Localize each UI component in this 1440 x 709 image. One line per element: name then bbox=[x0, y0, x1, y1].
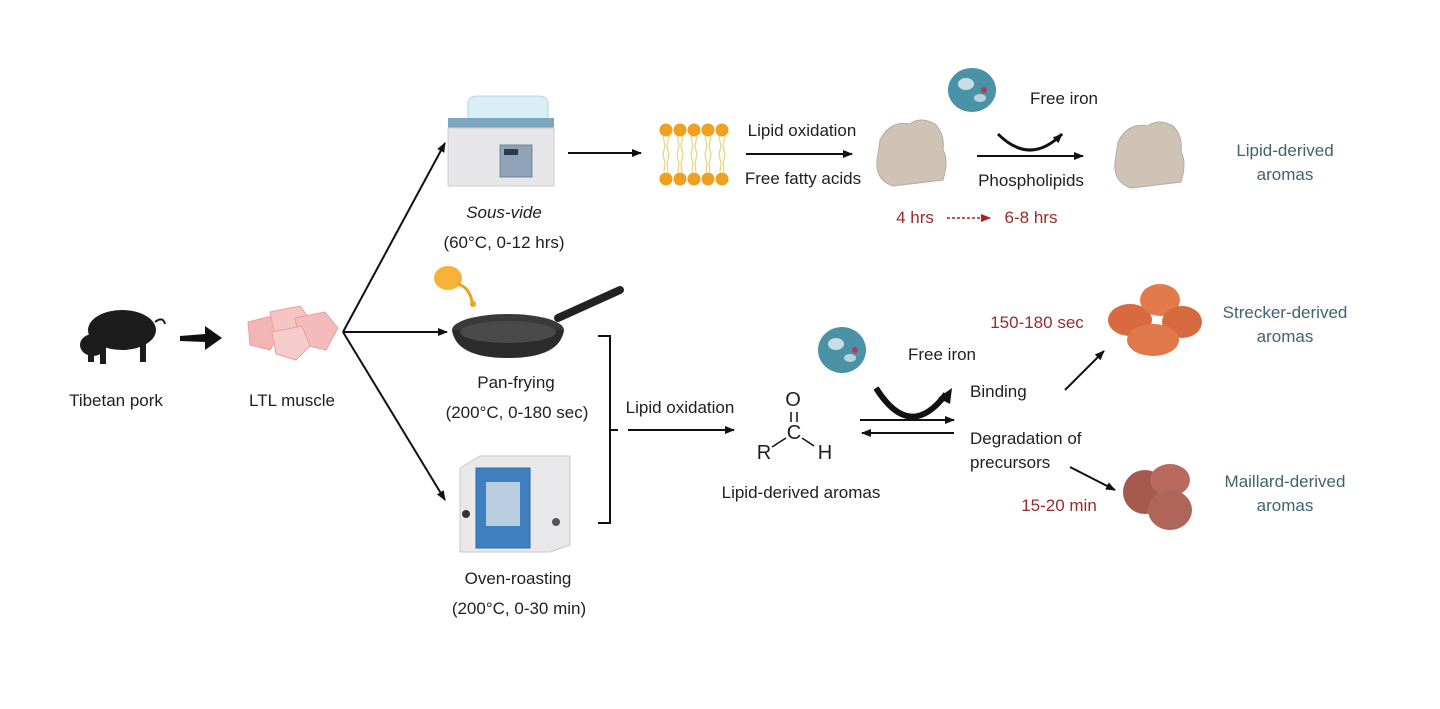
maillard-time-label: 15-20 min bbox=[1021, 496, 1097, 515]
lipid-head bbox=[687, 172, 701, 186]
strecker-time-label: 150-180 sec bbox=[990, 313, 1084, 332]
lipid-oxidation-label-top: Lipid oxidation bbox=[747, 121, 857, 140]
sous-vide-bath-icon bbox=[447, 95, 555, 187]
free-iron-label-bottom: Free iron bbox=[907, 345, 977, 364]
free-iron-curved-arrow-lower bbox=[873, 386, 949, 420]
oven-roasting-label: Oven-roasting bbox=[464, 569, 572, 588]
lipid-head bbox=[701, 123, 715, 137]
lipid-tail bbox=[690, 135, 698, 173]
lipid-head bbox=[659, 172, 673, 186]
lipid-derived-result-text: Lipid-derived aromas bbox=[1236, 141, 1334, 184]
lipid-tail bbox=[704, 135, 712, 173]
lipid-bilayer-icon bbox=[659, 123, 729, 186]
phospholipids-label: Phospholipids bbox=[978, 171, 1084, 190]
sous-vide-meat-icon bbox=[876, 119, 947, 187]
pig-icon bbox=[80, 310, 166, 364]
sous-vide-conditions: (60°C, 0-12 hrs) bbox=[443, 233, 565, 252]
oven-roasting-conditions: (200°C, 0-30 min) bbox=[451, 599, 587, 618]
aldehyde-hydrogen: H bbox=[817, 442, 833, 464]
lipid-head bbox=[687, 123, 701, 137]
aldehyde-label: Lipid-derived aromas bbox=[721, 483, 881, 502]
degradation-label-line1: Degradation of bbox=[970, 429, 1082, 448]
lipid-head bbox=[715, 172, 729, 186]
lipid-head bbox=[673, 123, 687, 137]
oven-icon bbox=[459, 455, 571, 553]
protein-structure-icon bbox=[948, 68, 996, 112]
curved-arrowhead bbox=[938, 388, 952, 404]
time-start-label: 4 hrs bbox=[896, 208, 934, 227]
binding-arrow bbox=[1064, 350, 1105, 391]
time-end-label: 6-8 hrs bbox=[1004, 208, 1058, 227]
lipid-tail bbox=[676, 135, 684, 173]
strecker-meat-icon bbox=[1108, 284, 1202, 356]
binding-label: Binding bbox=[970, 382, 1027, 401]
lipid-tail bbox=[662, 135, 670, 173]
branch-arrow-oven bbox=[342, 331, 446, 501]
free-fatty-acids-label: Free fatty acids bbox=[744, 169, 862, 188]
lipid-head bbox=[715, 123, 729, 137]
aldehyde-r-group: R bbox=[756, 442, 772, 464]
lipid-head bbox=[659, 123, 673, 137]
aldehyde-oxygen: O bbox=[785, 389, 801, 411]
strecker-result-line1: Strecker-derived bbox=[1222, 303, 1348, 322]
sous-vide-meat-final-icon bbox=[1114, 121, 1185, 189]
tibetan-pork-label: Tibetan pork bbox=[69, 391, 163, 410]
aldehyde-structure-icon bbox=[771, 412, 815, 448]
lipid-tail bbox=[718, 135, 726, 173]
oil-drop-icon bbox=[434, 266, 476, 307]
frying-pan-icon bbox=[452, 286, 624, 358]
pig-to-muscle-arrow bbox=[180, 326, 222, 350]
lipid-derived-result: Lipid-derived aromas bbox=[1220, 139, 1350, 187]
lipid-head bbox=[701, 172, 715, 186]
degradation-label-line2: precursors bbox=[970, 453, 1051, 472]
protein-structure-icon-lower bbox=[818, 327, 866, 373]
raw-muscle-icon bbox=[247, 305, 339, 361]
strecker-result-line2: aromas bbox=[1256, 327, 1314, 346]
pan-frying-conditions: (200°C, 0-180 sec) bbox=[445, 403, 589, 422]
free-iron-curved-arrow bbox=[996, 132, 1064, 152]
method-bracket bbox=[598, 335, 618, 524]
ltl-muscle-label: LTL muscle bbox=[249, 391, 335, 410]
aldehyde-carbon: C bbox=[786, 422, 802, 444]
maillard-result-line1: Maillard-derived bbox=[1224, 472, 1346, 491]
maillard-result-line2: aromas bbox=[1256, 496, 1314, 515]
lipid-head bbox=[673, 172, 687, 186]
free-iron-label-top: Free iron bbox=[1029, 89, 1099, 108]
lipid-oxidation-label-bottom: Lipid oxidation bbox=[625, 398, 735, 417]
pan-frying-label: Pan-frying bbox=[477, 373, 555, 392]
branch-arrow-sous-vide bbox=[342, 142, 446, 333]
degradation-arrow bbox=[1069, 466, 1116, 491]
sous-vide-label: Sous-vide bbox=[466, 203, 542, 222]
maillard-meat-icon bbox=[1123, 464, 1192, 530]
